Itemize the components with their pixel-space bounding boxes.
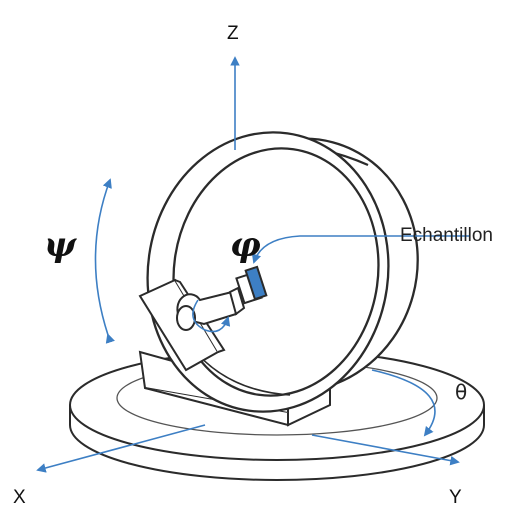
theta-label: θ	[455, 382, 467, 402]
sample-label: Echantillon	[400, 226, 493, 245]
phi-label: φ	[230, 228, 261, 262]
y-axis-label: Y	[449, 488, 462, 507]
psi-rotation-arrow	[95, 180, 110, 335]
x-axis-label: X	[13, 488, 26, 507]
psi-label: ψ	[44, 228, 76, 262]
z-axis-label: Z	[227, 24, 239, 43]
